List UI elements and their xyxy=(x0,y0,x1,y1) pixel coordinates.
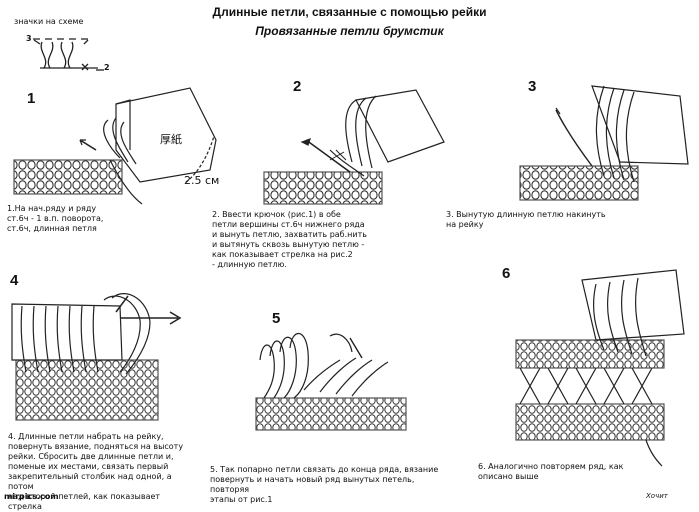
legend-mark-bottom: 2 xyxy=(104,63,110,72)
figure-3 xyxy=(519,85,689,201)
step-5-caption: 5. Так попарно петли связать до конца ря… xyxy=(210,465,439,504)
step-1-number: 1 xyxy=(27,90,36,107)
site-watermark: mirpics.com xyxy=(4,492,59,501)
step-4-caption: 4. Длинные петли набрать на рейку, повер… xyxy=(8,432,184,511)
step-3-number: 3 xyxy=(528,78,537,95)
step-3-caption: 3. Вынутую длинную петлю накинуть на рей… xyxy=(446,210,606,229)
step-4-number: 4 xyxy=(10,272,19,289)
step-6-number: 6 xyxy=(502,265,511,282)
step-2-number: 2 xyxy=(293,78,302,95)
figure-1-board-text: 厚紙 xyxy=(160,132,182,146)
step-6-caption: 6. Аналогично повторяем ряд, как описано… xyxy=(478,462,624,481)
figure-6 xyxy=(515,269,685,467)
page-title: Длинные петли, связанные с помощью рейки xyxy=(212,5,487,19)
legend-mark-top: 3 xyxy=(26,34,32,43)
figure-2 xyxy=(263,89,445,205)
figure-5 xyxy=(255,332,407,431)
signature: Хочит xyxy=(646,492,668,500)
step-5-number: 5 xyxy=(272,310,281,327)
figure-1 xyxy=(13,87,217,205)
figure-4 xyxy=(11,293,182,421)
figure-1-measure: 2.5 см xyxy=(184,174,219,187)
page-subtitle: Провязанные петли брумстик xyxy=(255,24,444,38)
legend-label: значки на схеме xyxy=(14,17,84,26)
step-1-caption: 1.На нач.ряду и ряду ст.6ч - 1 в.п. пово… xyxy=(7,204,104,233)
step-2-caption: 2. Ввести крючок (рис.1) в обе петли вер… xyxy=(212,210,367,269)
